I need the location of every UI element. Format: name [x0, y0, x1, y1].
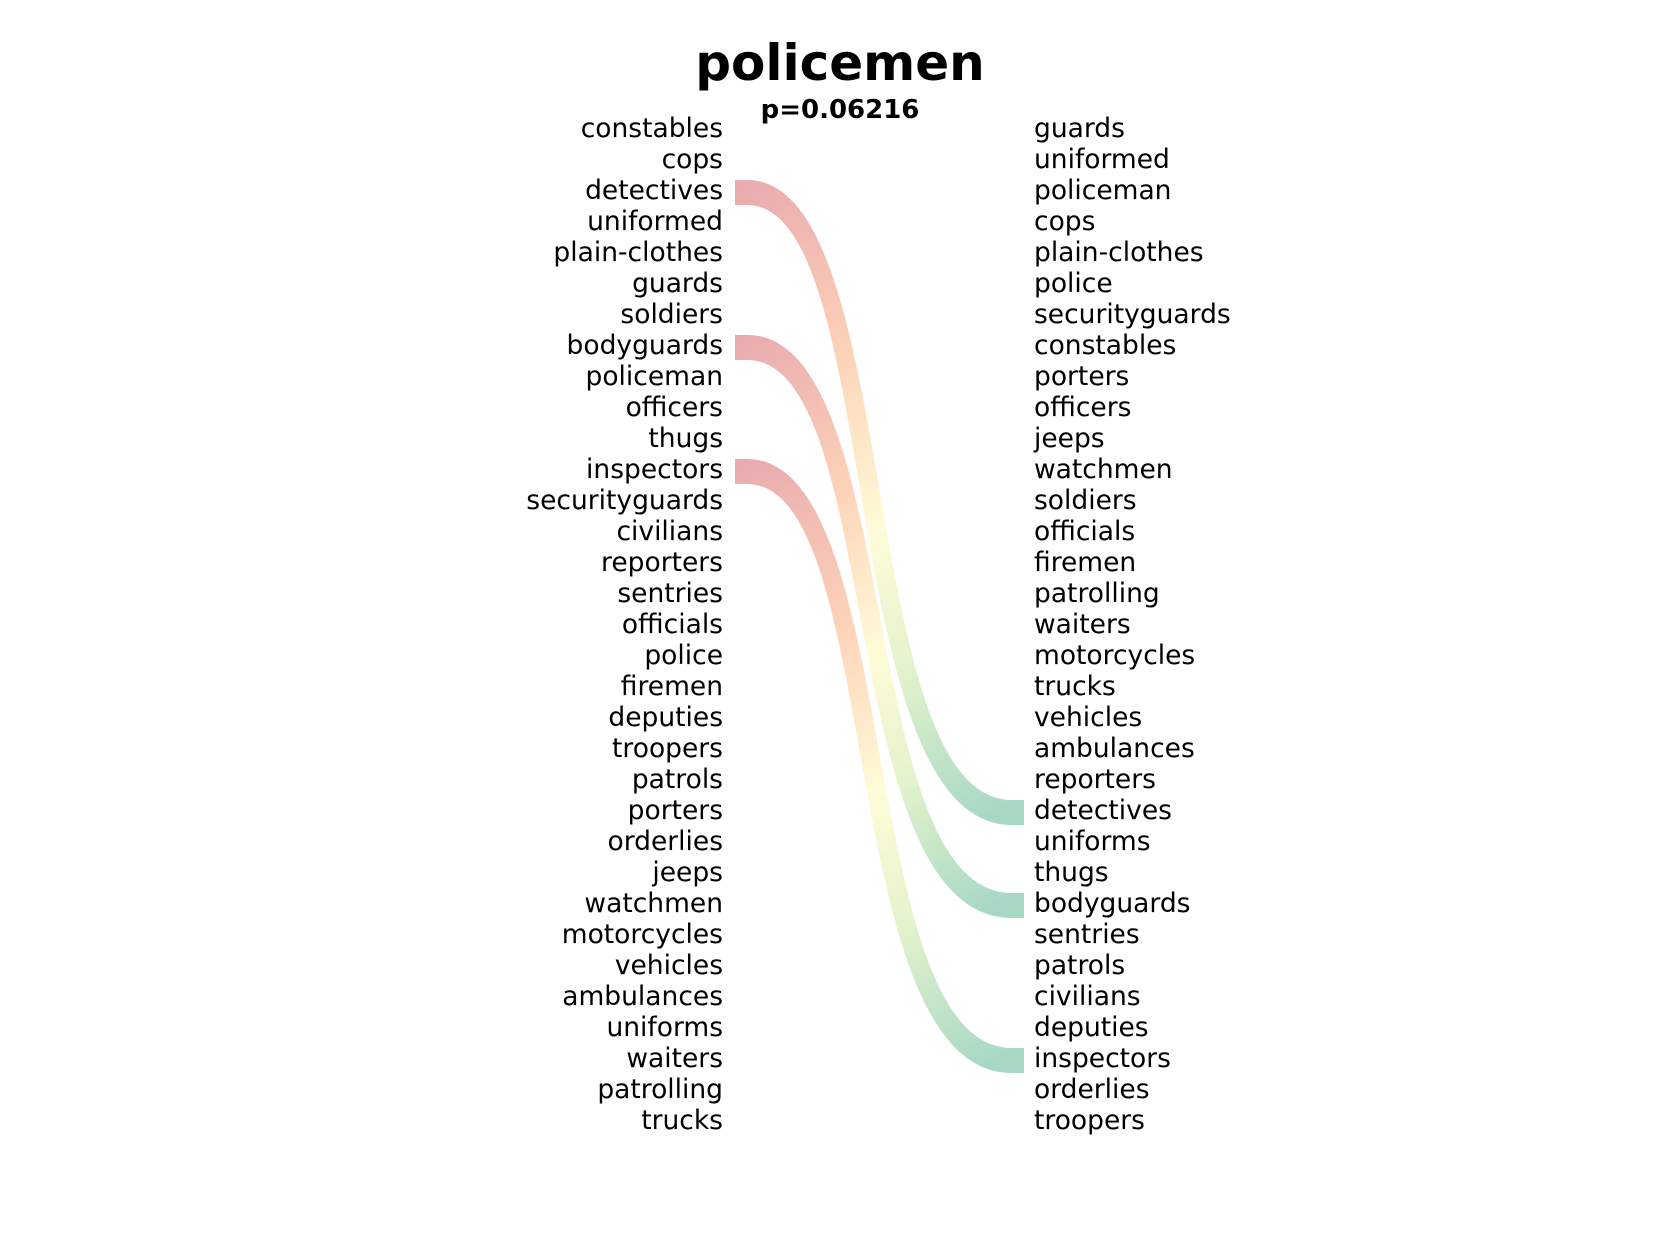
- right-word-item: trucks: [1034, 671, 1116, 702]
- right-word-item: watchmen: [1034, 454, 1173, 485]
- left-word-item: waiters: [626, 1043, 723, 1074]
- right-word-item: vehicles: [1034, 702, 1143, 733]
- left-word-item: troopers: [612, 733, 723, 764]
- right-word-item: ambulances: [1034, 733, 1195, 764]
- right-word-item: cops: [1034, 206, 1096, 237]
- right-word-item: reporters: [1034, 764, 1156, 795]
- right-word-item: motorcycles: [1034, 640, 1196, 671]
- right-word-item: troopers: [1034, 1105, 1145, 1136]
- right-word-item: waiters: [1034, 609, 1131, 640]
- right-word-item: jeeps: [1034, 423, 1105, 454]
- right-word-item: policeman: [1034, 175, 1172, 206]
- left-word-item: civilians: [616, 516, 723, 547]
- right-word-item: bodyguards: [1034, 888, 1191, 919]
- right-word-item: soldiers: [1034, 485, 1137, 516]
- right-word-item: inspectors: [1034, 1043, 1171, 1074]
- chart-title: policemen: [695, 34, 985, 92]
- left-word-item: cops: [661, 144, 723, 175]
- left-word-item: constables: [580, 113, 723, 144]
- link-ribbon-inspectors: [735, 459, 1024, 1073]
- left-word-item: vehicles: [614, 950, 723, 981]
- right-word-item: patrolling: [1034, 578, 1160, 609]
- left-word-item: soldiers: [620, 299, 723, 330]
- left-word-item: reporters: [601, 547, 723, 578]
- left-word-item: securityguards: [526, 485, 723, 516]
- left-word-item: jeeps: [652, 857, 723, 888]
- left-word-item: thugs: [648, 423, 723, 454]
- right-word-item: plain-clothes: [1034, 237, 1204, 268]
- left-word-item: ambulances: [562, 981, 723, 1012]
- left-word-item: bodyguards: [566, 330, 723, 361]
- right-word-item: officers: [1034, 392, 1132, 423]
- left-word-item: detectives: [585, 175, 723, 206]
- left-word-item: patrolling: [597, 1074, 723, 1105]
- left-word-item: porters: [627, 795, 723, 826]
- right-word-item: firemen: [1034, 547, 1137, 578]
- left-word-item: watchmen: [584, 888, 723, 919]
- chart-subtitle: p=0.06216: [760, 95, 920, 125]
- right-word-item: sentries: [1034, 919, 1140, 950]
- left-word-item: officials: [621, 609, 723, 640]
- left-word-item: uniformed: [587, 206, 723, 237]
- right-word-item: officials: [1034, 516, 1136, 547]
- link-ribbon-detectives: [735, 180, 1024, 825]
- right-word-item: constables: [1034, 330, 1177, 361]
- left-word-item: motorcycles: [561, 919, 723, 950]
- right-word-item: patrols: [1034, 950, 1126, 981]
- right-word-item: thugs: [1034, 857, 1109, 888]
- left-word-item: plain-clothes: [553, 237, 723, 268]
- right-word-item: detectives: [1034, 795, 1172, 826]
- right-word-item: uniformed: [1034, 144, 1170, 175]
- left-word-item: guards: [632, 268, 723, 299]
- left-word-item: trucks: [641, 1105, 723, 1136]
- left-word-item: orderlies: [607, 826, 724, 857]
- left-word-item: sentries: [617, 578, 723, 609]
- right-word-item: deputies: [1034, 1012, 1149, 1043]
- right-word-item: securityguards: [1034, 299, 1231, 330]
- left-word-item: officers: [625, 392, 723, 423]
- left-word-item: deputies: [608, 702, 723, 733]
- right-word-item: guards: [1034, 113, 1125, 144]
- link-ribbon-bodyguards: [735, 335, 1024, 918]
- left-word-item: policeman: [585, 361, 723, 392]
- left-word-item: police: [644, 640, 723, 671]
- left-word-item: uniforms: [606, 1012, 723, 1043]
- right-word-item: orderlies: [1034, 1074, 1150, 1105]
- right-word-item: uniforms: [1034, 826, 1151, 857]
- left-word-item: patrols: [631, 764, 723, 795]
- left-word-item: firemen: [620, 671, 723, 702]
- left-word-item: inspectors: [586, 454, 723, 485]
- right-word-item: police: [1034, 268, 1113, 299]
- right-word-item: civilians: [1034, 981, 1141, 1012]
- right-word-item: porters: [1034, 361, 1130, 392]
